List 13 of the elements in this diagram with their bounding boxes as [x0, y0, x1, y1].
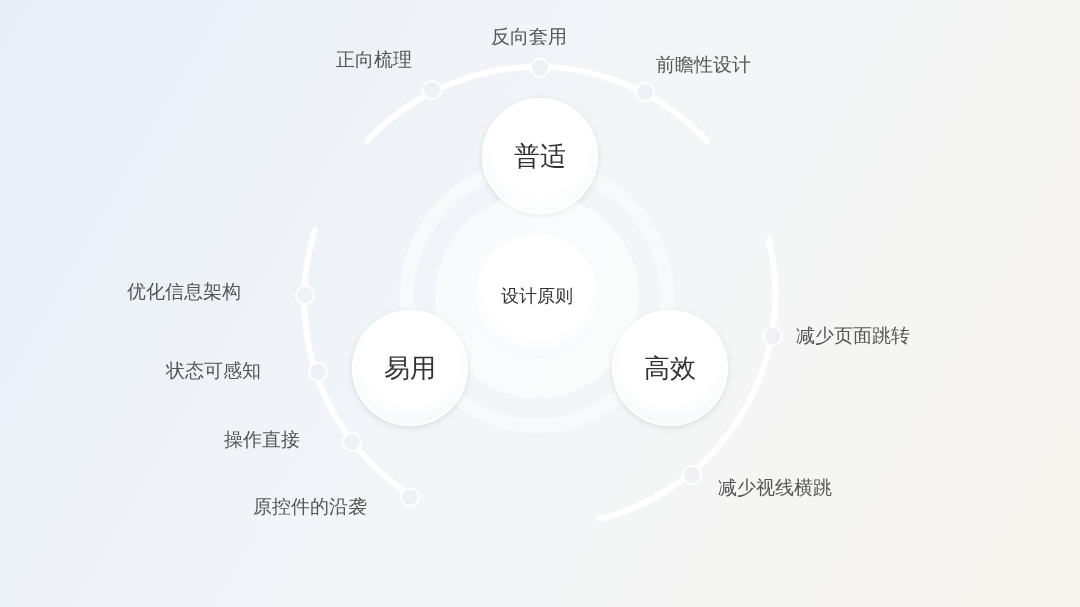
item-label: 反向套用	[491, 24, 567, 49]
principle-text: 普适	[514, 139, 566, 173]
item-label: 减少页面跳转	[796, 323, 910, 348]
item-label: 原控件的沿袭	[253, 494, 367, 519]
principle-text: 设计原则	[501, 284, 573, 308]
item-label: 状态可感知	[166, 358, 261, 383]
item-label: 正向梳理	[336, 47, 412, 72]
principle-text: 高效	[644, 351, 696, 385]
item-label: 减少视线横跳	[718, 475, 832, 500]
item-label: 前瞻性设计	[656, 52, 751, 77]
item-label: 操作直接	[224, 427, 300, 452]
item-label: 优化信息架构	[127, 279, 241, 304]
principle-text: 易用	[384, 351, 436, 385]
